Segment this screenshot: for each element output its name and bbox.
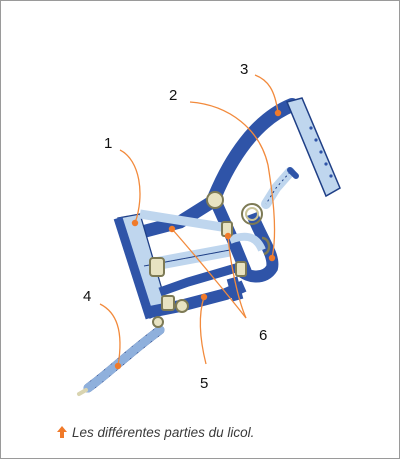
leader-lines <box>99 74 279 367</box>
marker-dots <box>114 109 282 370</box>
arrow-up-icon <box>57 426 67 438</box>
lead-rope <box>77 325 165 396</box>
side-strap <box>261 167 299 209</box>
figure-caption: Les différentes parties du licol. <box>56 425 386 440</box>
label-5: 5 <box>200 375 208 392</box>
label-3: 3 <box>240 61 248 78</box>
caption-text: Les différentes parties du licol. <box>72 425 255 440</box>
label-6: 6 <box>259 327 267 344</box>
label-1: 1 <box>104 135 112 152</box>
buckles <box>149 191 271 328</box>
label-2: 2 <box>169 87 177 104</box>
label-4: 4 <box>83 288 91 305</box>
